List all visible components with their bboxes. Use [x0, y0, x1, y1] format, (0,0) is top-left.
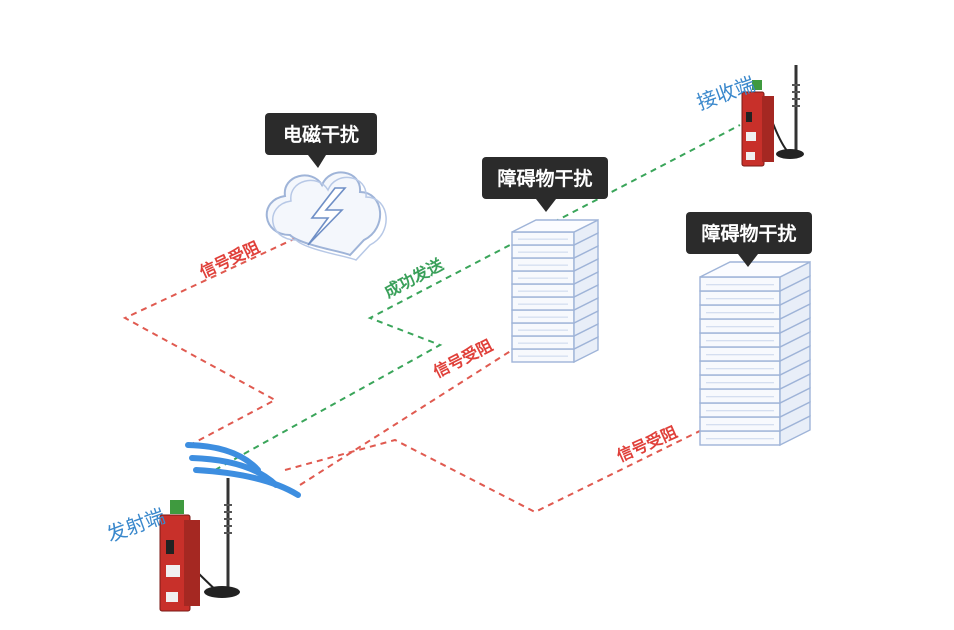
obstacle-2-bubble: 障碍物干扰	[686, 212, 812, 267]
blocked-label-obstacle-1: 信号受阻	[430, 336, 496, 382]
transmitter-device	[159, 478, 240, 612]
em-interference-bubble: 电磁干扰	[265, 113, 377, 168]
obstacle-1-label: 障碍物干扰	[497, 167, 592, 190]
router-device-icon	[741, 80, 774, 167]
router-device-icon	[159, 500, 200, 612]
obstacle-1-bubble: 障碍物干扰	[482, 157, 608, 212]
signal-wave-icon	[185, 442, 301, 498]
server-rack-icon	[511, 218, 599, 364]
transmitter-label: 发射端	[104, 504, 169, 547]
blocked-path-obstacle-1	[299, 344, 521, 486]
success-path	[214, 124, 741, 471]
blocked-path-cloud	[122, 237, 297, 446]
blocked-label-cloud: 信号受阻	[197, 237, 263, 281]
blocked-label-obstacle-2: 信号受阻	[614, 422, 680, 465]
cloud-lightning-icon	[265, 171, 387, 261]
antenna-icon	[767, 65, 804, 159]
server-rack-large-icon	[699, 260, 811, 447]
receiver-device	[741, 65, 804, 167]
success-label: 成功发送	[381, 254, 447, 301]
blocked-path-obstacle-2	[284, 424, 713, 514]
em-interference-label: 电磁干扰	[283, 123, 359, 146]
obstacle-2-label: 障碍物干扰	[701, 222, 796, 245]
